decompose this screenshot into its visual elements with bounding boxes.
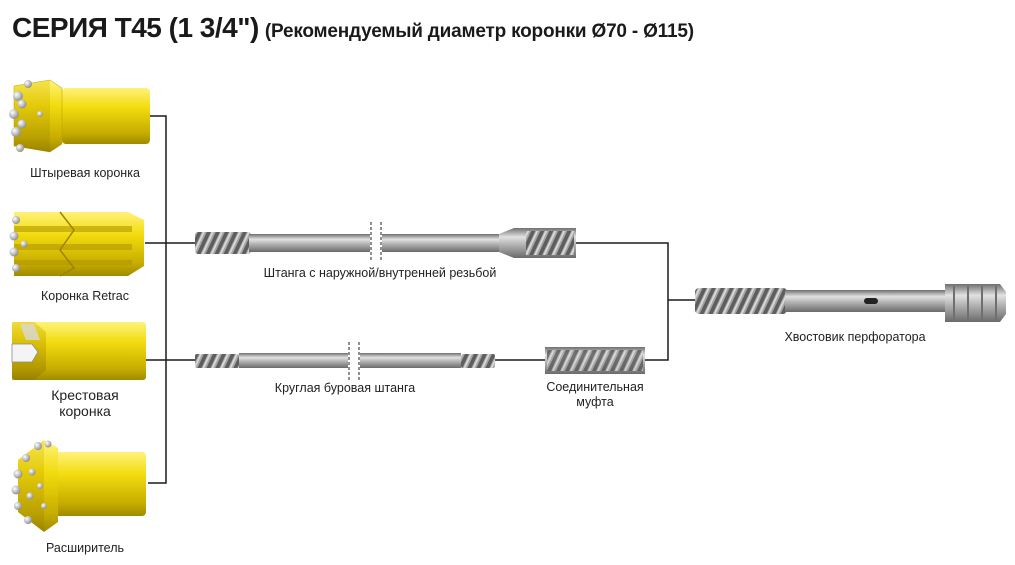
round-rod-label: Круглая буровая штанга — [274, 381, 416, 395]
mf-rod-label: Штанга с наружной/внутренней резьбой — [263, 266, 497, 280]
retrac-bit-label: Коронка Retrac — [40, 289, 130, 303]
cross-bit-label-line1: Крестовая — [51, 387, 119, 403]
retrac-bit-icon — [9, 211, 144, 277]
cross-bit-icon — [11, 322, 146, 380]
round-rod-icon — [195, 342, 495, 380]
series-title: СЕРИЯ T45 (1 3/4") — [12, 12, 259, 43]
series-subtitle: (Рекомендуемый диаметр коронки Ø70 - Ø11… — [264, 21, 694, 42]
shank-adapter-label: Хвостовик перфоратора — [784, 330, 926, 344]
coupling-label-line1: Соединительная — [546, 380, 644, 394]
reamer-label: Расширитель — [46, 541, 124, 555]
reamer-bit-icon — [11, 440, 146, 532]
coupling-label-line2: муфта — [576, 395, 614, 409]
cross-bit-label: Крестовая коронка — [10, 387, 160, 419]
button-bit-icon — [9, 79, 150, 153]
connector-lines — [145, 115, 695, 484]
page-title: СЕРИЯ T45 (1 3/4")(Рекомендуемый диаметр… — [12, 12, 694, 44]
cross-bit-label-line2: коронка — [59, 403, 111, 419]
coupling-sleeve-icon — [545, 347, 645, 374]
coupling-label: Соединительная муфта — [530, 380, 660, 410]
shank-adapter-icon — [695, 284, 1006, 322]
mf-rod-icon — [195, 222, 576, 262]
button-bit-label: Штыревая коронка — [30, 166, 140, 180]
